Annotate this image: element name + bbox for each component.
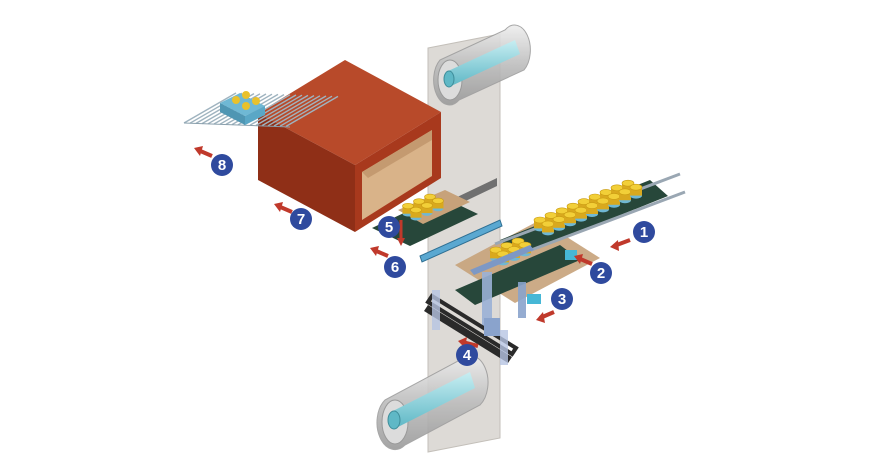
final-bundle (220, 91, 265, 125)
svg-text:3: 3 (558, 291, 566, 308)
step-1: 1 (610, 221, 655, 251)
step-8: 8 (194, 146, 233, 176)
svg-text:4: 4 (463, 347, 472, 364)
svg-text:7: 7 (297, 211, 305, 228)
step-4: 4 (456, 337, 479, 366)
shrink-tunnel (258, 60, 441, 232)
step-2: 2 (574, 254, 612, 284)
step-3: 3 (536, 288, 573, 323)
top-film-roll (433, 24, 531, 106)
pusher-mechanism (470, 245, 577, 327)
svg-text:8: 8 (218, 157, 226, 174)
transfer-chain (424, 290, 519, 365)
step-5: 5 (378, 216, 405, 246)
step-markers: 1 2 3 4 5 6 (194, 146, 655, 366)
svg-text:2: 2 (597, 265, 605, 282)
svg-text:5: 5 (385, 219, 393, 236)
step-7: 7 (274, 202, 312, 230)
step-6: 6 (370, 246, 406, 278)
svg-text:1: 1 (640, 224, 648, 241)
wrapped-pack-conveyor (372, 190, 478, 246)
svg-text:6: 6 (391, 259, 399, 276)
infeed-cups (533, 179, 643, 236)
